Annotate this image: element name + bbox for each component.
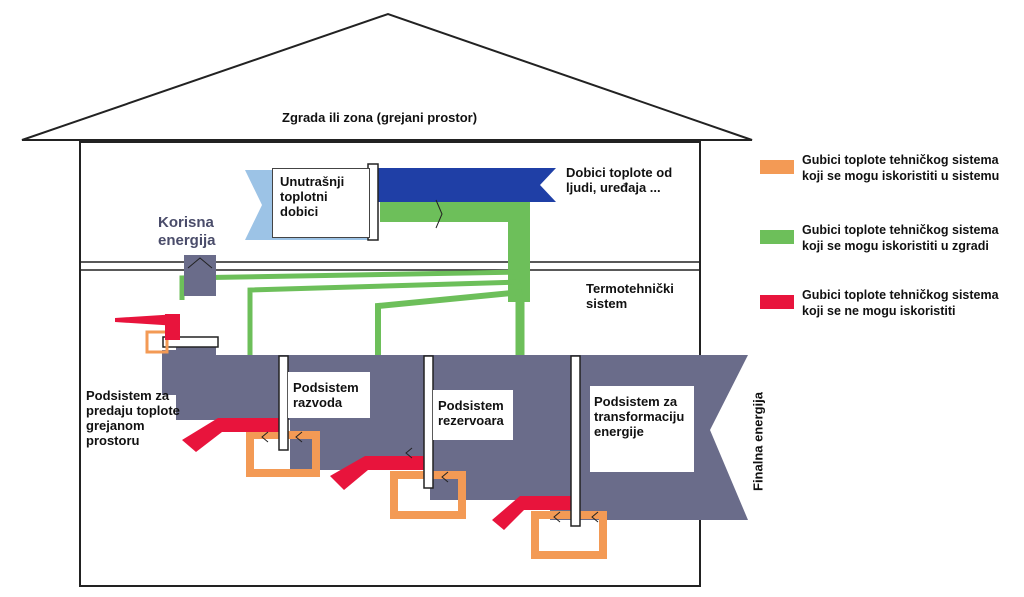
chevron-7 xyxy=(435,199,443,229)
useful-energy-chevron xyxy=(187,257,213,269)
generation-subsystem-label: Podsistem za transformaciju energije xyxy=(594,394,685,439)
building-title: Zgrada ili zona (grejani prostor) xyxy=(282,110,478,125)
distribution-subsystem-label: Podsistem razvoda xyxy=(293,380,359,410)
people-gains-arrow xyxy=(372,168,556,202)
red-loss-distribution xyxy=(182,418,285,452)
internal-gains-box xyxy=(272,168,370,238)
final-energy-label: Finalna energija xyxy=(750,392,766,491)
useful-energy-label: Korisna energija xyxy=(158,214,216,249)
legend-swatch-orange xyxy=(760,160,794,174)
legend-item-building-recoverable: Gubici toplote tehničkog sistema koji se… xyxy=(760,222,999,254)
thermo-system-label: Termotehnički sistem xyxy=(586,281,674,311)
legend-item-system-recoverable: Gubici toplote tehničkog sistema koji se… xyxy=(760,152,999,184)
legend-swatch-red xyxy=(760,295,794,309)
chevron-1 xyxy=(261,431,269,443)
useful-energy-arrow xyxy=(184,255,216,296)
orange-loop-generation xyxy=(531,511,607,559)
generation-box xyxy=(590,386,694,472)
emission-unit-bar xyxy=(162,336,219,348)
internal-gains-label: Unutrašnji toplotni dobici xyxy=(280,174,345,219)
distribution-box xyxy=(288,372,370,418)
storage-subsystem-label: Podsistem rezervoara xyxy=(438,398,504,428)
chevron-6 xyxy=(591,511,599,523)
chevron-4 xyxy=(441,471,449,483)
legend-text: Gubici toplote tehničkog sistema koji se… xyxy=(802,153,1000,183)
red-loss-storage xyxy=(330,456,432,490)
legend-text: Gubici toplote tehničkog sistema koji se… xyxy=(802,288,999,318)
chevron-3 xyxy=(405,447,413,459)
storage-divider xyxy=(423,355,434,489)
roof xyxy=(21,12,753,141)
legend-item-non-recoverable: Gubici toplote tehničkog sistema koji se… xyxy=(760,287,999,319)
distribution-divider xyxy=(278,355,289,451)
storage-box xyxy=(433,390,513,440)
red-loss-generation xyxy=(492,496,578,530)
chevron-2 xyxy=(295,431,303,443)
emission-subsystem-label: Podsistem za predaju toplote grejanom pr… xyxy=(86,388,180,448)
orange-loop-emission xyxy=(145,330,169,354)
chevron-5 xyxy=(553,511,561,523)
green-line-emission xyxy=(179,269,521,300)
red-loss-emission xyxy=(115,314,178,326)
people-gains-label: Dobici toplote od ljudi, uređaja ... xyxy=(566,165,673,195)
green-vertical-main xyxy=(508,202,530,302)
generation-divider xyxy=(570,355,581,527)
legend-swatch-green xyxy=(760,230,794,244)
legend-text: Gubici toplote tehničkog sistema koji se… xyxy=(802,223,999,253)
green-top-band xyxy=(380,202,530,222)
red-loss-emission-stem xyxy=(165,314,180,340)
